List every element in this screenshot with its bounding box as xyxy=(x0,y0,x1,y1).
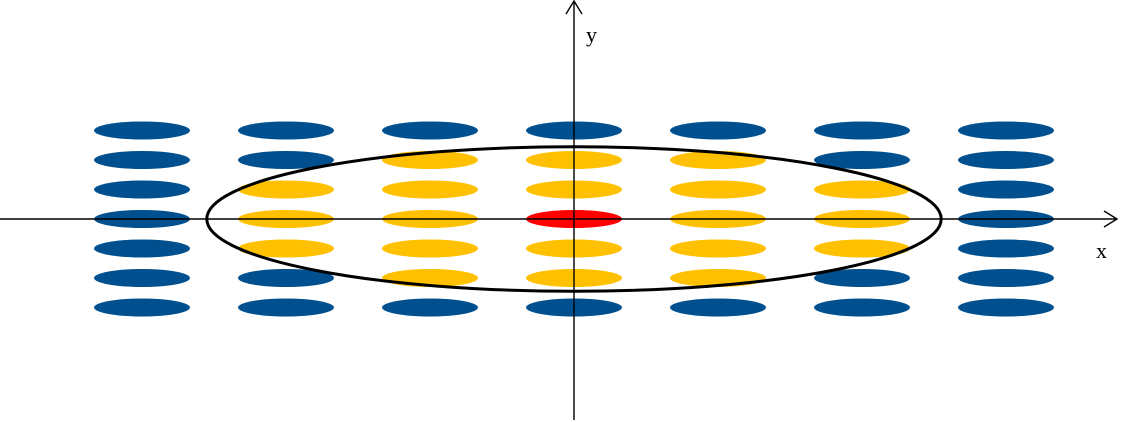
lattice-point-outside xyxy=(958,151,1054,169)
lattice-point-inside xyxy=(238,239,334,258)
neighbourhood-boundary-ellipse xyxy=(205,145,943,293)
lattice-point-outside xyxy=(814,151,910,169)
lattice-point-outside xyxy=(958,180,1054,199)
lattice-point-outside xyxy=(670,121,766,140)
y-axis-arrowhead xyxy=(565,0,583,15)
x-axis-arrowhead xyxy=(1103,210,1119,228)
x-axis-label: x xyxy=(1096,238,1107,263)
lattice-point-outside xyxy=(238,121,334,140)
lattice-point-inside xyxy=(238,180,334,199)
lattice-point-outside xyxy=(238,269,334,287)
lattice-point-outside xyxy=(670,298,766,317)
lattice-point-outside xyxy=(94,151,190,169)
lattice-point-outside xyxy=(814,121,910,140)
lattice-point-outside xyxy=(814,269,910,287)
lattice-point-outside xyxy=(958,298,1054,317)
lattice-point-outside xyxy=(238,298,334,317)
lattice-point-inside xyxy=(670,239,766,258)
lattice-point-inside xyxy=(382,239,478,258)
lattice-point-outside xyxy=(238,151,334,169)
lattice-point-outside xyxy=(94,269,190,287)
lattice-point-outside xyxy=(382,298,478,317)
lattice-point-inside xyxy=(382,180,478,199)
lattice-point-outside xyxy=(958,121,1054,140)
lattice-point-outside xyxy=(814,298,910,317)
lattice-point-outside xyxy=(94,298,190,317)
lattice-point-outside xyxy=(382,121,478,140)
y-axis-label: y xyxy=(586,22,597,47)
lattice-point-outside xyxy=(94,180,190,199)
lattice-point-inside xyxy=(670,180,766,199)
lattice-point-inside xyxy=(814,180,910,199)
lattice-point-inside xyxy=(814,239,910,258)
lattice-point-outside xyxy=(958,269,1054,287)
lattice-point-outside xyxy=(958,239,1054,258)
lattice-point-outside xyxy=(94,121,190,140)
lattice-point-outside xyxy=(94,239,190,258)
